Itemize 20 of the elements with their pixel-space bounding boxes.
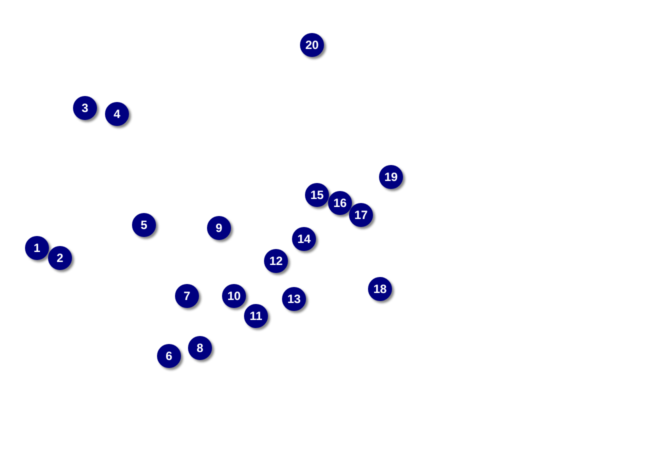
numbered-circle: 10	[222, 284, 246, 308]
numbered-circle: 7	[175, 284, 199, 308]
numbered-circle: 3	[73, 96, 97, 120]
numbered-circle: 12	[264, 249, 288, 273]
numbered-circle: 11	[244, 304, 268, 328]
numbered-circle: 4	[105, 102, 129, 126]
numbered-circle: 1	[25, 236, 49, 260]
numbered-circle: 14	[292, 227, 316, 251]
numbered-circle: 6	[157, 344, 181, 368]
numbered-circle: 19	[379, 165, 403, 189]
numbered-circle: 18	[368, 277, 392, 301]
numbered-circle: 9	[207, 216, 231, 240]
numbered-circle: 2	[48, 246, 72, 270]
numbered-circle: 17	[349, 203, 373, 227]
numbered-circle: 13	[282, 287, 306, 311]
numbered-circle: 15	[305, 183, 329, 207]
numbered-circle: 20	[300, 33, 324, 57]
numbered-circle: 16	[328, 191, 352, 215]
numbered-circle: 8	[188, 336, 212, 360]
numbered-circle: 5	[132, 213, 156, 237]
